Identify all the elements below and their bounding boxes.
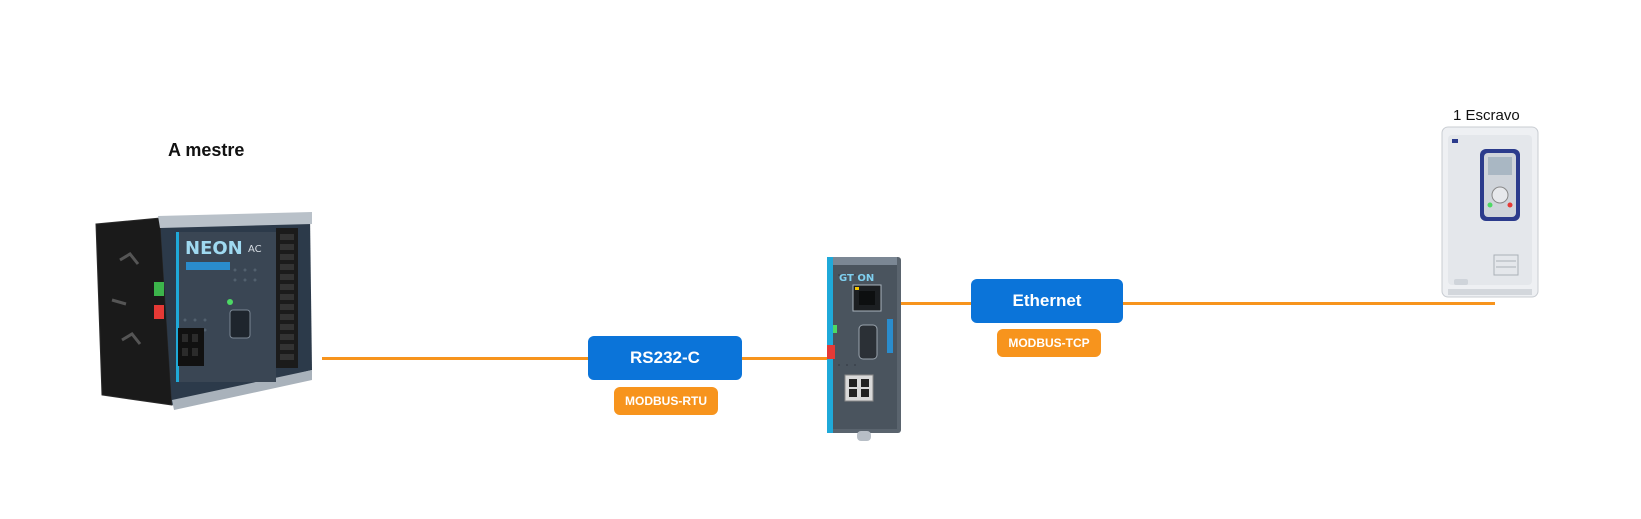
neon-model-text: AC <box>248 244 262 255</box>
rs232-link-badge: RS232-C <box>588 336 742 380</box>
slave-label: 1 Escravo <box>1453 107 1520 124</box>
master-label: A mestre <box>168 140 245 160</box>
rs232-wire <box>322 357 827 360</box>
neon-brand-text: NEON <box>185 238 243 259</box>
gateway-device-image: GT ON <box>827 257 901 441</box>
ethernet-link-badge: Ethernet <box>971 279 1123 323</box>
modbus-tcp-badge: MODBUS-TCP <box>997 329 1101 357</box>
modbus-rtu-badge: MODBUS-RTU <box>614 387 718 415</box>
neon-controller-image: NEON AC <box>95 212 312 410</box>
ethernet-wire <box>900 302 1495 305</box>
gateway-brand-text: GT ON <box>839 273 874 284</box>
inverter-drive-image <box>1441 126 1539 298</box>
